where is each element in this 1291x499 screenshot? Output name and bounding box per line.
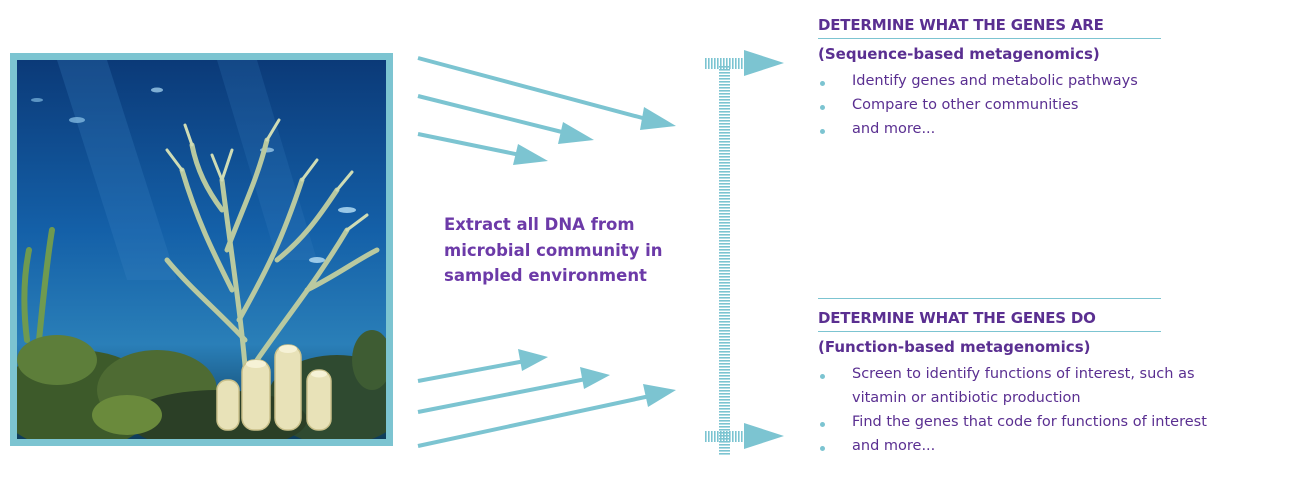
list-item: Identify genes and metabolic pathways — [818, 69, 1278, 93]
bullet-icon — [820, 374, 825, 379]
list-item-text: and more... — [852, 438, 936, 454]
list-item-text: and more... — [852, 121, 936, 137]
coral-reef-photo — [10, 53, 393, 446]
sequence-metagenomics-panel: DETERMINE WHAT THE GENES ARE (Sequence-b… — [818, 16, 1278, 141]
top-arrows — [417, 56, 676, 165]
sequence-panel-subtitle: (Sequence-based metagenomics) — [818, 45, 1100, 63]
bullet-icon — [820, 422, 825, 427]
top-connector-head — [744, 50, 784, 76]
sequence-bullet-list: Identify genes and metabolic pathways Co… — [818, 69, 1278, 141]
coral-reef-illustration — [17, 60, 386, 439]
list-item: Find the genes that code for functions o… — [818, 410, 1278, 434]
bullet-icon — [820, 129, 825, 134]
bottom-connector-head — [744, 423, 784, 449]
list-item-text: vitamin or antibiotic production — [852, 390, 1081, 406]
bottom-connector — [704, 431, 744, 442]
function-metagenomics-panel: DETERMINE WHAT THE GENES DO (Function-ba… — [818, 298, 1278, 458]
list-item: Compare to other communities — [818, 93, 1278, 117]
extract-line-2: microbial community in — [444, 240, 663, 260]
list-item-text: Screen to identify functions of interest… — [852, 366, 1195, 382]
divider-bar — [719, 66, 730, 456]
bullet-icon — [820, 105, 825, 110]
function-panel-top-rule — [818, 298, 1161, 299]
function-panel-title: DETERMINE WHAT THE GENES DO — [818, 309, 1161, 332]
sequence-panel-title: DETERMINE WHAT THE GENES ARE — [818, 16, 1161, 39]
bullet-icon — [820, 446, 825, 451]
list-item: Screen to identify functions of interest… — [818, 362, 1278, 386]
list-item: and more... — [818, 117, 1278, 141]
bullet-icon — [820, 81, 825, 86]
list-item-continuation: vitamin or antibiotic production — [818, 386, 1278, 410]
extract-line-3: sampled environment — [444, 266, 647, 285]
function-bullet-list: Screen to identify functions of interest… — [818, 362, 1278, 458]
function-panel-subtitle: (Function-based metagenomics) — [818, 338, 1091, 356]
list-item-text: Compare to other communities — [852, 97, 1079, 113]
list-item-text: Identify genes and metabolic pathways — [852, 73, 1138, 89]
extract-line-1: Extract all DNA from — [444, 215, 635, 234]
extract-dna-label: Extract all DNA from microbial community… — [444, 212, 714, 289]
top-connector — [704, 58, 744, 69]
bottom-arrows — [417, 349, 676, 448]
list-item-text: Find the genes that code for functions o… — [852, 414, 1207, 430]
list-item: and more... — [818, 434, 1278, 458]
